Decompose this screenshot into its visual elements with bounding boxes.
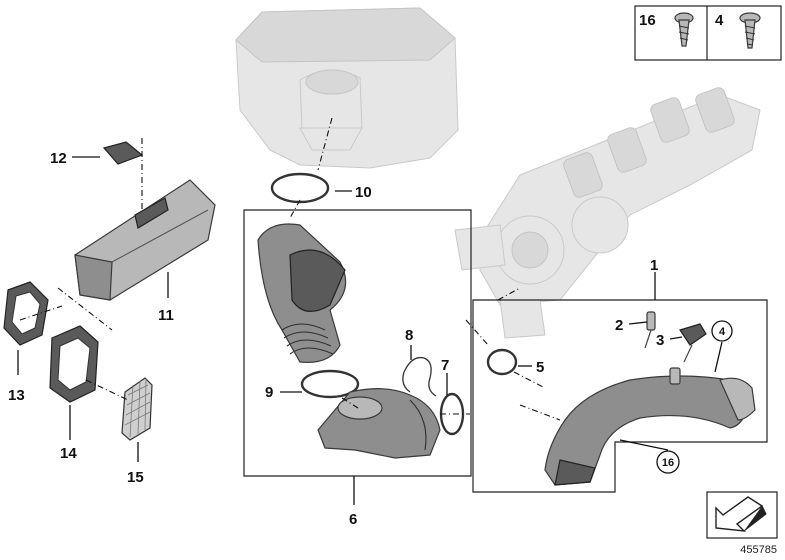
charge-pipe [544, 367, 756, 486]
resonator-11 [74, 179, 216, 301]
diagram-id: 455785 [740, 544, 777, 556]
cover-12 [102, 141, 144, 165]
callouts: 1 2 3 5 6 7 8 9 10 11 12 13 14 15 [8, 150, 664, 528]
callout-8: 8 [405, 327, 413, 344]
screen-15 [121, 377, 153, 441]
ring-5 [486, 348, 518, 376]
hardware-box-right-number: 4 [715, 12, 724, 29]
group-frame-1 [472, 299, 768, 493]
callout-9: 9 [265, 384, 273, 401]
screw-4-icon [739, 12, 761, 49]
callout-13: 13 [8, 387, 25, 404]
callout-15: 15 [127, 469, 144, 486]
turbocharger-ghost [454, 87, 761, 339]
callout-6: 6 [349, 511, 357, 528]
sensor-2 [644, 311, 656, 349]
callout-12: 12 [50, 150, 67, 167]
callout-7: 7 [441, 357, 449, 374]
callout-14: 14 [60, 445, 77, 462]
callout-5: 5 [536, 359, 544, 376]
hardware-box: 16 4 [634, 5, 782, 61]
circled-ref-4: 4 [711, 320, 733, 342]
group-frame-6 [243, 209, 472, 477]
callout-10: 10 [355, 184, 372, 201]
circled-ref-16: 16 [656, 450, 680, 474]
callout-11: 11 [158, 307, 174, 324]
intake-hose [257, 223, 347, 363]
callout-1: 1 [650, 257, 658, 274]
clamp-9 [300, 369, 360, 399]
ring-10 [270, 172, 330, 204]
leader-lines [17, 117, 723, 505]
arrow-down-left-icon [715, 496, 764, 532]
spring-clip-8 [402, 356, 437, 397]
screw-16-icon [674, 12, 694, 47]
svg-text:4: 4 [719, 326, 726, 338]
svg-text:16: 16 [662, 457, 674, 469]
orientation-arrow-box [706, 491, 778, 539]
boot-intake-elbow [317, 388, 441, 459]
seal-14 [49, 325, 99, 403]
sensor-3 [679, 323, 707, 363]
air-filter-housing-ghost [235, 7, 459, 169]
seal-13 [3, 281, 49, 346]
hardware-box-left-number: 16 [639, 12, 656, 29]
callout-3: 3 [656, 332, 664, 349]
callout-2: 2 [615, 317, 623, 334]
